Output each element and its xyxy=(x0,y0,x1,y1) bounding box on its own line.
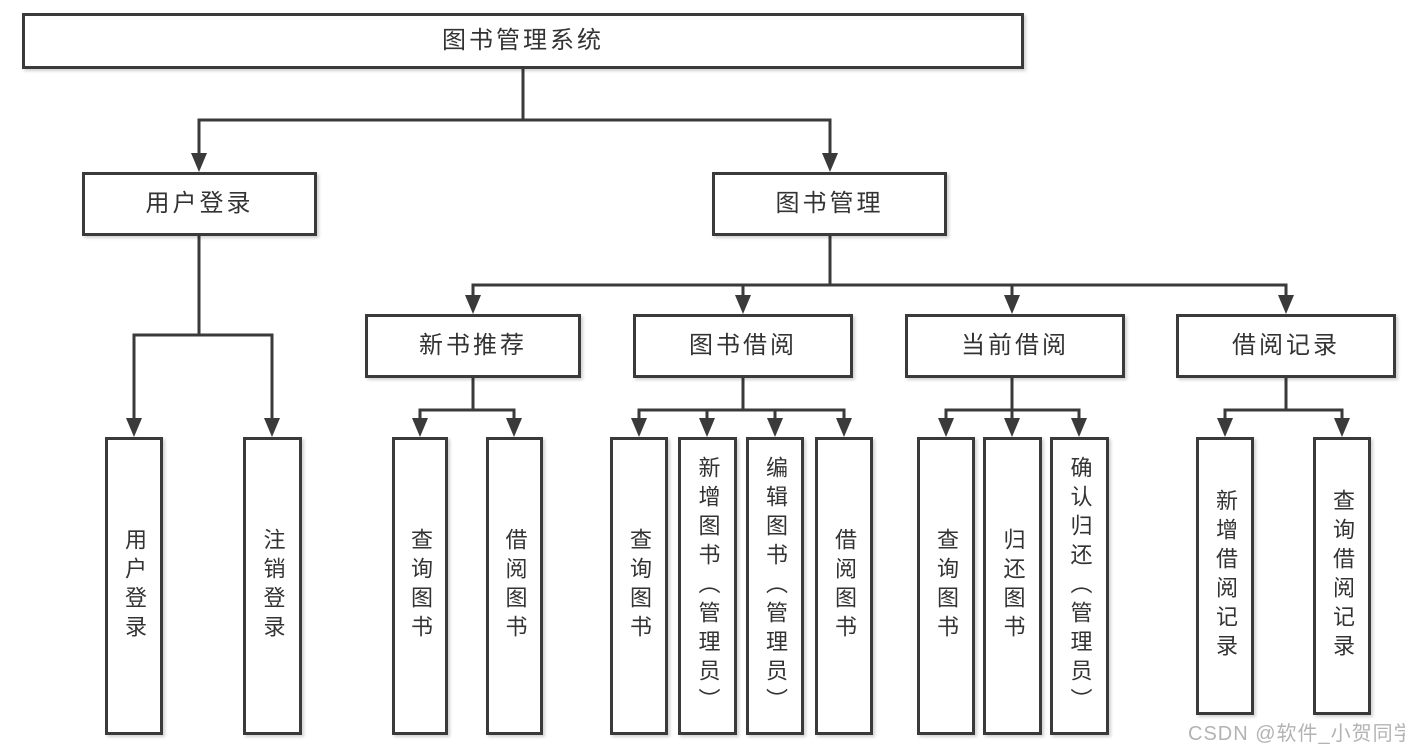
node-label: 图书管理系统 xyxy=(442,26,604,54)
leaf-label: 归还图书 xyxy=(1000,528,1026,644)
node-new-book-recommend: 新书推荐 xyxy=(365,314,581,378)
leaf-label: 查询图书 xyxy=(627,528,652,644)
node-label: 图书管理 xyxy=(775,189,884,217)
node-user-login: 用户登录 xyxy=(82,172,317,236)
leaf-label: 借阅图书 xyxy=(502,528,528,644)
node-book-management: 图书管理 xyxy=(712,172,947,236)
leaf-label: 查询图书 xyxy=(408,528,433,644)
leaf-label: 用户登录 xyxy=(122,528,147,644)
leaf-logout: 注销登录 xyxy=(243,437,302,735)
node-library-management-system: 图书管理系统 xyxy=(22,13,1024,69)
node-current-borrow: 当前借阅 xyxy=(905,314,1125,378)
leaf-return-book: 归还图书 xyxy=(983,437,1042,735)
node-book-borrow: 图书借阅 xyxy=(633,314,853,378)
leaf-label: 查询借阅记录 xyxy=(1330,489,1355,663)
leaf-label: 注销登录 xyxy=(260,528,286,644)
node-label: 图书借阅 xyxy=(689,331,797,359)
node-label: 当前借阅 xyxy=(961,331,1069,359)
leaf-user-login: 用户登录 xyxy=(105,437,163,735)
leaf-label: 新增借阅记录 xyxy=(1213,489,1238,663)
leaf-label: 编辑图书（管理员） xyxy=(763,455,788,717)
leaf-label: 新增图书（管理员） xyxy=(695,455,721,717)
leaf-edit-book-admin: 编辑图书（管理员） xyxy=(746,437,804,735)
leaf-borrow-books-recommend: 借阅图书 xyxy=(486,437,543,735)
leaf-query-books-borrow: 查询图书 xyxy=(610,437,668,735)
node-label: 用户登录 xyxy=(145,189,254,217)
node-label: 借阅记录 xyxy=(1232,331,1340,359)
node-borrow-records: 借阅记录 xyxy=(1176,314,1396,378)
leaf-confirm-return-admin: 确认归还（管理员） xyxy=(1050,437,1109,735)
connector-lines xyxy=(132,67,1344,423)
arrowheads xyxy=(126,153,1350,437)
leaf-label: 确认归还（管理员） xyxy=(1067,455,1093,717)
leaf-add-borrow-record: 新增借阅记录 xyxy=(1196,437,1254,715)
leaf-query-books-current: 查询图书 xyxy=(917,437,975,735)
leaf-label: 借阅图书 xyxy=(832,528,857,644)
csdn-watermark: CSDN @软件_小贺同学 xyxy=(1188,723,1405,745)
leaf-borrow-books: 借阅图书 xyxy=(815,437,873,735)
node-label: 新书推荐 xyxy=(419,331,527,359)
leaf-query-borrow-record: 查询借阅记录 xyxy=(1313,437,1371,715)
leaf-label: 查询图书 xyxy=(934,528,959,644)
leaf-query-books-recommend: 查询图书 xyxy=(392,437,448,735)
leaf-add-book-admin: 新增图书（管理员） xyxy=(678,437,737,735)
